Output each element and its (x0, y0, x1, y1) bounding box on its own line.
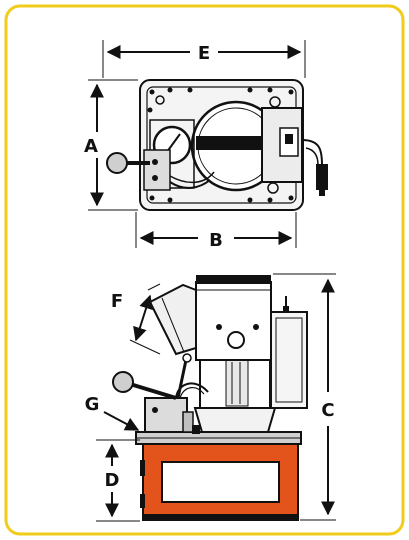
label-e: E (198, 43, 210, 64)
dimension-c: C (273, 273, 336, 521)
dimension-e: E (102, 40, 306, 78)
label-g: G (85, 394, 100, 415)
label-d: D (105, 470, 120, 491)
label-b: B (209, 230, 223, 251)
dimension-a: A (84, 79, 138, 211)
label-a: A (84, 136, 98, 157)
label-f: F (111, 291, 123, 312)
pump-side-view-drawing (112, 275, 308, 521)
label-c: C (321, 400, 334, 421)
dimension-b: B (135, 212, 297, 251)
pump-top-view-drawing (106, 79, 328, 211)
dimension-g: G (85, 394, 140, 431)
dimension-f: F (111, 283, 161, 355)
dimension-d: D (96, 439, 140, 522)
